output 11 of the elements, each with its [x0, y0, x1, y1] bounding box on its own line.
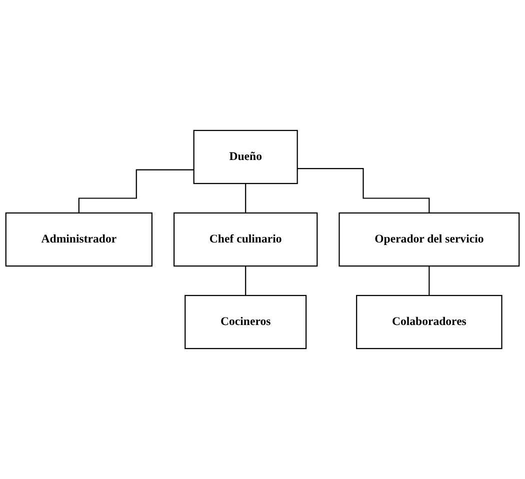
- connector: [297, 168, 430, 214]
- connector: [428, 265, 430, 296]
- connector: [245, 182, 246, 214]
- connector: [78, 169, 194, 214]
- node-box: Colaboradores: [356, 294, 502, 350]
- node-box: Chef culinario: [174, 212, 318, 267]
- connector: [245, 265, 246, 296]
- node-box: Cocineros: [184, 294, 307, 350]
- node-box: Dueño: [193, 130, 298, 184]
- node-box: Administrador: [5, 212, 152, 267]
- node-box: Operador del servicio: [338, 212, 520, 267]
